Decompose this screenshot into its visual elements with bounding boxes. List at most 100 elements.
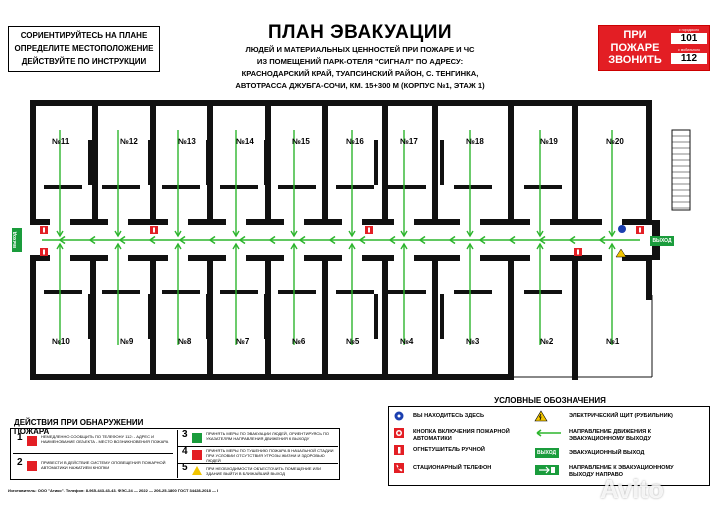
- call-box-text: ПРИ ПОЖАРЕ ЗВОНИТЬ: [605, 29, 665, 67]
- manufacturer-footer: Изготовитель: ООО "Атико". Телефон: 8-96…: [8, 488, 219, 493]
- bath-top-4: [278, 185, 316, 189]
- room-label-top: №16: [346, 137, 364, 146]
- room-label-bottom: №5: [346, 337, 360, 346]
- corridor-arrowhead: [299, 235, 306, 245]
- bath-top-1: [102, 185, 140, 189]
- inner-top-4: [264, 140, 268, 185]
- corridor-arrowhead: [479, 235, 486, 245]
- legend-arrow: НАПРАВЛЕНИЕ ДВИЖЕНИЯ К ЭВАКУАЦИОННОМУ ВЫ…: [569, 429, 652, 442]
- partition-bottom-8: [572, 255, 578, 380]
- inner-bottom-5: [322, 294, 326, 339]
- room-arrowhead-top-1: [114, 230, 122, 238]
- corridor-arrowhead: [89, 235, 96, 245]
- orientation-instructions-box: СОРИЕНТИРУЙТЕСЬ НА ПЛАНЕ ОПРЕДЕЛИТЕ МЕСТ…: [8, 26, 160, 72]
- legend-box: ВЫ НАХОДИТЕСЬ ЗДЕСЬ КНОПКА ВКЛЮЧЕНИЯ ПОЖ…: [388, 406, 710, 486]
- legend-exit-direction: НАПРАВЛЕНИЕ К ЭВАКУАЦИОННОМУ ВЫХОДУ НАПР…: [569, 465, 674, 478]
- room-arrowhead-bottom-9: [608, 242, 616, 250]
- partition-top-5: [382, 100, 388, 225]
- outer-wall-right-top: [646, 100, 652, 225]
- corridor-wall-top-seg-7: [414, 219, 460, 225]
- bath-bottom-3: [220, 290, 258, 294]
- partition-top-6: [432, 100, 438, 225]
- outer-wall-right-bottom: [646, 255, 652, 300]
- corridor-wall-bottom-seg-6: [362, 255, 394, 261]
- inner-bottom-4: [264, 294, 268, 339]
- actions-title: ДЕЙСТВИЯ ПРИ ОБНАРУЖЕНИИ ПОЖАРА: [14, 418, 144, 436]
- inner-top-0: [30, 140, 34, 185]
- subtitle-line-3: КРАСНОДАРСКИЙ КРАЙ, ТУАПСИНСКИЙ РАЙОН, С…: [241, 69, 479, 78]
- room-arrowhead-top-2: [174, 230, 182, 238]
- legend-icons: [394, 410, 561, 475]
- fire-extinguisher-icon-glyph: [43, 227, 45, 233]
- fire-extinguisher-icon: [192, 450, 202, 460]
- room-arrowhead-bottom-7: [466, 242, 474, 250]
- action-4: 4 ПРИНЯТЬ МЕРЫ ПО ТУШЕНИЮ ПОЖАРА В НАЧАЛ…: [177, 447, 338, 464]
- room-arrowhead-top-5: [348, 230, 356, 238]
- action-1-text: НЕМЕДЛЕННО СООБЩИТЬ ПО ТЕЛЕФОНУ 112: - А…: [41, 434, 169, 444]
- corridor-wall-bottom-seg-9: [550, 255, 602, 261]
- action-3-text: ПРИНЯТЬ МЕРЫ ПО ЭВАКУАЦИИ ЛЮДЕЙ, ОРИЕНТИ…: [206, 431, 330, 441]
- inner-top-7: [440, 140, 444, 185]
- inner-top-6: [374, 140, 378, 185]
- action-2-number: 2: [17, 457, 23, 468]
- page-title: ПЛАН ЭВАКУАЦИИ: [267, 22, 453, 43]
- corridor-wall-top-seg-6: [362, 219, 394, 225]
- legend-phone: СТАЦИОНАРНЫЙ ТЕЛЕФОН: [413, 465, 492, 471]
- bath-top-5: [336, 185, 374, 189]
- room-label-bottom: №4: [400, 337, 414, 346]
- corridor-wall-bottom-seg-3: [188, 255, 226, 261]
- legend-you-are-here: ВЫ НАХОДИТЕСЬ ЗДЕСЬ: [413, 413, 485, 419]
- corridor-wall-bottom-seg-2: [128, 255, 168, 261]
- bath-top-3: [220, 185, 258, 189]
- action-4-number: 4: [182, 446, 188, 457]
- legend-alarm-button: КНОПКА ВКЛЮЧЕНИЯ ПОЖАРНОЙ АВТОМАТИКИ: [413, 429, 510, 442]
- corridor-arrowhead: [359, 235, 366, 245]
- fire-extinguisher-icon-glyph: [153, 227, 155, 233]
- corridor-arrowhead: [509, 235, 516, 245]
- corridor-wall-bottom-seg-7: [414, 255, 460, 261]
- legend-exit-sign-text: ВЫХОД: [537, 450, 557, 456]
- corridor-wall-top-seg-4: [246, 219, 284, 225]
- number-label-1: с городского: [678, 28, 700, 32]
- action-5-number: 5: [182, 462, 188, 473]
- bath-top-0: [44, 185, 82, 189]
- phone-icon: [27, 436, 37, 446]
- inner-top-3: [206, 140, 210, 185]
- stairs-outline: [671, 129, 691, 211]
- exit-sign-icon: [192, 433, 202, 443]
- room-label-top: №19: [540, 137, 558, 146]
- subtitle-line-2: ИЗ ПОМЕЩЕНИЙ ПАРК-ОТЕЛЯ "СИГНАЛ" ПО АДРЕ…: [256, 57, 464, 66]
- partition-bottom-6: [432, 255, 438, 380]
- room-label-bottom: №6: [292, 337, 306, 346]
- emergency-number-112: 112: [671, 53, 707, 64]
- call-text-3: ЗВОНИТЬ: [608, 54, 662, 66]
- room-label-bottom: №9: [120, 337, 134, 346]
- partition-bottom-1: [150, 255, 156, 380]
- room-label-top: №17: [400, 137, 418, 146]
- page-subtitle: ЛЮДЕЙ И МАТЕРИАЛЬНЫХ ЦЕННОСТЕЙ ПРИ ПОЖАР…: [200, 44, 520, 92]
- room-arrowhead-top-4: [290, 230, 298, 238]
- corridor-arrowhead: [329, 235, 336, 245]
- room-arrowhead-bottom-2: [174, 242, 182, 250]
- inner-bottom-1: [88, 294, 92, 339]
- room-label-top: №11: [52, 137, 70, 146]
- bath-bottom-7: [454, 290, 492, 294]
- corridor-wall-bottom-seg-end: [622, 255, 652, 261]
- exit-sign-left: выход: [12, 228, 22, 252]
- corridor-arrowhead: [59, 235, 66, 245]
- you-are-here-icon: [618, 225, 626, 233]
- room-arrowhead-bottom-3: [232, 242, 240, 250]
- inner-bottom-8: [510, 294, 514, 339]
- exit-sign-right: ВЫХОД: [650, 236, 674, 246]
- phone-icon-glyph: [577, 249, 579, 255]
- legend-electric-panel: ЭЛЕКТРИЧЕСКИЙ ЩИТ (РУБИЛЬНИК): [569, 413, 673, 419]
- number-label-2: с мобильного: [678, 48, 700, 52]
- fire-alarm-button-icon-glyph: [639, 227, 641, 233]
- corridor-wall-top-seg-end: [622, 219, 652, 225]
- bath-bottom-6: [388, 290, 426, 294]
- actions-box: 1 НЕМЕДЛЕННО СООБЩИТЬ ПО ТЕЛЕФОНУ 112: -…: [10, 428, 340, 480]
- room-label-bottom: №7: [236, 337, 250, 346]
- bath-bottom-2: [162, 290, 200, 294]
- exit-sign-icon: [535, 448, 559, 458]
- instruction-line-1: СОРИЕНТИРУЙТЕСЬ НА ПЛАНЕ: [20, 31, 148, 40]
